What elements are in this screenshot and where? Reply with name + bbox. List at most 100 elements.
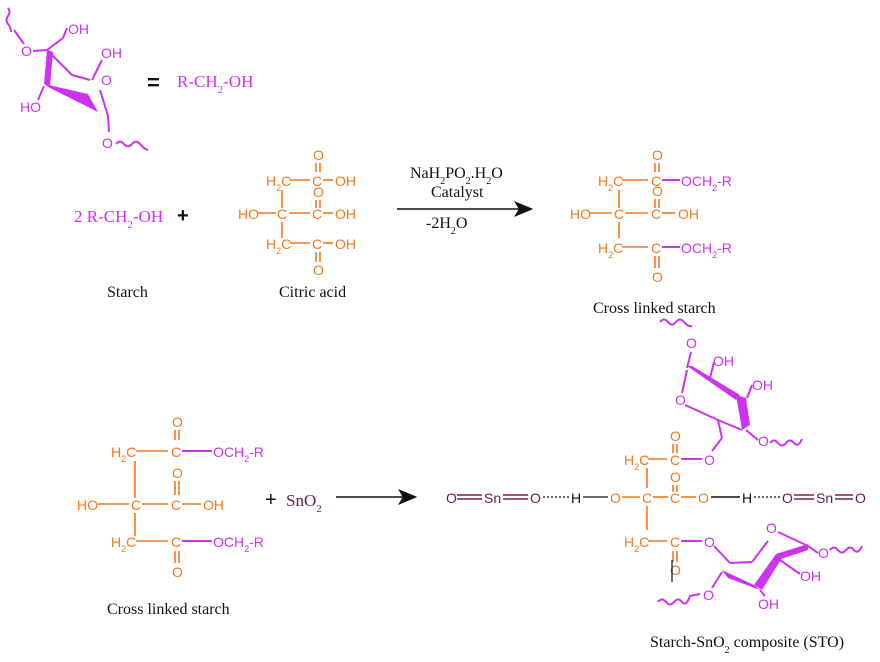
svg-text:OH: OH bbox=[758, 596, 779, 612]
svg-text:H2C: H2C bbox=[266, 236, 291, 256]
svg-text:C: C bbox=[642, 490, 652, 506]
svg-text:O: O bbox=[670, 469, 681, 485]
svg-text:OH: OH bbox=[335, 173, 356, 189]
svg-text:O: O bbox=[686, 335, 697, 351]
ho-left: HO bbox=[20, 99, 41, 115]
starch-label: Starch bbox=[107, 284, 148, 301]
wavy-bond bbox=[829, 545, 863, 554]
catalyst-formula: NaH2PO2.H2O bbox=[410, 165, 503, 187]
svg-text:O: O bbox=[703, 587, 714, 603]
cross-linked-starch-label-2: Cross linked starch bbox=[107, 601, 230, 618]
plus-sign: + bbox=[177, 205, 189, 227]
svg-text:H2C: H2C bbox=[111, 534, 136, 554]
svg-text:C: C bbox=[651, 240, 661, 256]
svg-text:HO: HO bbox=[570, 206, 591, 222]
svg-text:C: C bbox=[312, 236, 322, 252]
svg-text:O: O bbox=[530, 490, 541, 506]
composite-label: Starch-SnO2 composite (STO) bbox=[650, 634, 844, 656]
wavy-bond bbox=[769, 438, 803, 447]
cross-linked-starch-structure-2: O H2C C OCH2-R O HO C C OH H2C C OCH2-R … bbox=[77, 414, 264, 580]
svg-text:H2C: H2C bbox=[598, 240, 623, 260]
svg-text:C: C bbox=[614, 206, 624, 222]
svg-text:H: H bbox=[742, 490, 752, 506]
catalyst-label: Catalyst bbox=[431, 184, 484, 201]
svg-text:O: O bbox=[855, 490, 866, 506]
svg-text:H2C: H2C bbox=[111, 444, 136, 464]
sno2-reagent: SnO2 bbox=[286, 491, 322, 515]
oh-top: OH bbox=[68, 21, 89, 37]
svg-text:H2C: H2C bbox=[266, 173, 291, 193]
cross-linked-starch-structure-1: O H2C C OCH2-R O HO C C OH H2C C OCH2-R … bbox=[570, 147, 732, 285]
ring-o: O bbox=[101, 72, 112, 88]
svg-text:C: C bbox=[277, 206, 287, 222]
citric-acid-structure: O H2C C OH O HO C C OH H2C C OH O bbox=[238, 147, 356, 278]
r-ch2-oh-abbreviation: R-CH2-OH bbox=[177, 72, 253, 96]
svg-text:OH: OH bbox=[713, 353, 734, 369]
water-loss-label: -2H2O bbox=[426, 215, 467, 237]
o-bottom: O bbox=[102, 135, 113, 151]
svg-text:O: O bbox=[652, 183, 663, 199]
svg-text:O: O bbox=[172, 414, 183, 430]
wavy-bond bbox=[659, 318, 693, 328]
svg-text:Sn: Sn bbox=[484, 490, 501, 506]
citric-acid-label: Citric acid bbox=[279, 284, 346, 301]
svg-text:OCH2-R: OCH2-R bbox=[213, 534, 264, 554]
svg-text:OH: OH bbox=[203, 497, 224, 513]
svg-text:O: O bbox=[758, 433, 769, 449]
glucose-unit-structure: O OH OH O HO O bbox=[5, 7, 149, 151]
svg-text:O: O bbox=[698, 490, 709, 506]
equals-sign: = bbox=[147, 70, 160, 95]
svg-text:O: O bbox=[652, 269, 663, 285]
svg-text:HO: HO bbox=[238, 206, 259, 222]
svg-text:O: O bbox=[670, 428, 681, 444]
svg-text:C: C bbox=[312, 173, 322, 189]
svg-text:C: C bbox=[651, 206, 661, 222]
svg-text:O: O bbox=[313, 184, 324, 200]
svg-text:O: O bbox=[172, 465, 183, 481]
svg-text:O: O bbox=[313, 262, 324, 278]
svg-text:C: C bbox=[171, 497, 181, 513]
svg-text:O: O bbox=[670, 562, 681, 578]
svg-text:OH: OH bbox=[335, 206, 356, 222]
cross-linked-starch-label-1: Cross linked starch bbox=[593, 300, 716, 317]
svg-text:O: O bbox=[652, 147, 663, 163]
svg-text:H2C: H2C bbox=[624, 534, 649, 554]
svg-text:H: H bbox=[571, 490, 581, 506]
svg-text:HO: HO bbox=[77, 497, 98, 513]
oh-right: OH bbox=[101, 45, 122, 61]
starch-reactant: 2 R-CH2-OH bbox=[74, 207, 163, 231]
svg-text:C: C bbox=[670, 452, 680, 468]
svg-text:OH: OH bbox=[800, 568, 821, 584]
svg-text:O: O bbox=[446, 490, 457, 506]
svg-text:O: O bbox=[818, 545, 829, 561]
svg-text:C: C bbox=[670, 490, 680, 506]
svg-text:O: O bbox=[766, 520, 777, 536]
svg-text:OCH2-R: OCH2-R bbox=[681, 173, 732, 193]
svg-text:OH: OH bbox=[752, 377, 773, 393]
svg-text:O: O bbox=[313, 147, 324, 163]
svg-text:OH: OH bbox=[678, 206, 699, 222]
wavy-bond bbox=[115, 140, 149, 151]
svg-text:C: C bbox=[312, 206, 322, 222]
plus-sign-2: + bbox=[265, 489, 277, 511]
o-left: O bbox=[21, 43, 32, 59]
wavy-bond bbox=[5, 7, 12, 33]
wavy-bond bbox=[657, 593, 701, 606]
svg-text:H2C: H2C bbox=[598, 173, 623, 193]
svg-text:O: O bbox=[704, 534, 715, 550]
svg-text:O: O bbox=[704, 452, 715, 468]
svg-text:O: O bbox=[782, 490, 793, 506]
svg-text:O: O bbox=[610, 490, 621, 506]
svg-text:OH: OH bbox=[335, 236, 356, 252]
svg-text:O: O bbox=[172, 564, 183, 580]
starch-sno2-composite-structure: O Sn O H O C C O H O Sn O O H2C C O O bbox=[446, 318, 866, 612]
svg-text:C: C bbox=[651, 173, 661, 189]
svg-text:O: O bbox=[675, 392, 686, 408]
svg-text:OCH2-R: OCH2-R bbox=[213, 444, 264, 464]
svg-text:H2C: H2C bbox=[624, 452, 649, 472]
svg-text:C: C bbox=[171, 444, 181, 460]
svg-text:C: C bbox=[171, 534, 181, 550]
svg-text:C: C bbox=[670, 534, 680, 550]
svg-text:Sn: Sn bbox=[816, 490, 833, 506]
